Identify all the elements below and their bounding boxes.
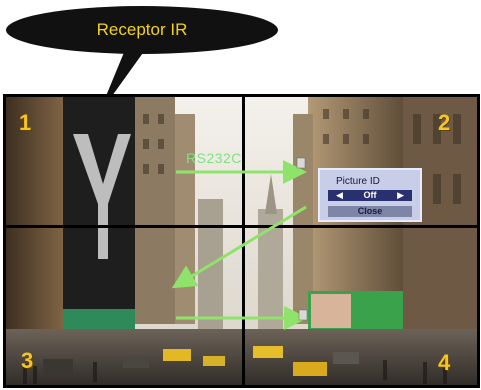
osd-value: Off [363, 190, 377, 200]
quadrant-number-4: 4 [438, 350, 451, 375]
grid-border-bottom [3, 385, 480, 388]
city-street-illustration [3, 94, 480, 388]
arrow-right-icon[interactable]: ▶ [397, 190, 404, 200]
picture-id-osd-menu: Picture ID ◀ Off ▶ Close [318, 168, 422, 222]
callout-tail [106, 50, 145, 96]
ir-device-quadrant-2 [296, 157, 306, 169]
grid-divider-vertical [242, 94, 245, 388]
ir-device-quadrant-4 [298, 309, 308, 321]
video-wall-scene [3, 94, 480, 388]
grid-border-top [3, 94, 480, 97]
grid-divider-horizontal [3, 225, 480, 228]
rs232c-label: RS232C [186, 150, 242, 166]
arrow-2-to-3 [171, 205, 307, 289]
quadrant-number-1: 1 [19, 110, 32, 135]
grid-border-right [477, 94, 480, 388]
quadrant-number-2: 2 [438, 110, 451, 135]
callout-bubble [6, 6, 278, 54]
quadrant-number-3: 3 [21, 348, 34, 373]
osd-title: Picture ID [336, 176, 380, 187]
grid-border-left [3, 94, 6, 388]
osd-value-row[interactable]: ◀ Off ▶ [328, 190, 412, 201]
osd-close-button[interactable]: Close [328, 206, 412, 217]
arrow-left-icon[interactable]: ◀ [336, 190, 343, 200]
callout-label: Receptor IR [96, 20, 188, 39]
